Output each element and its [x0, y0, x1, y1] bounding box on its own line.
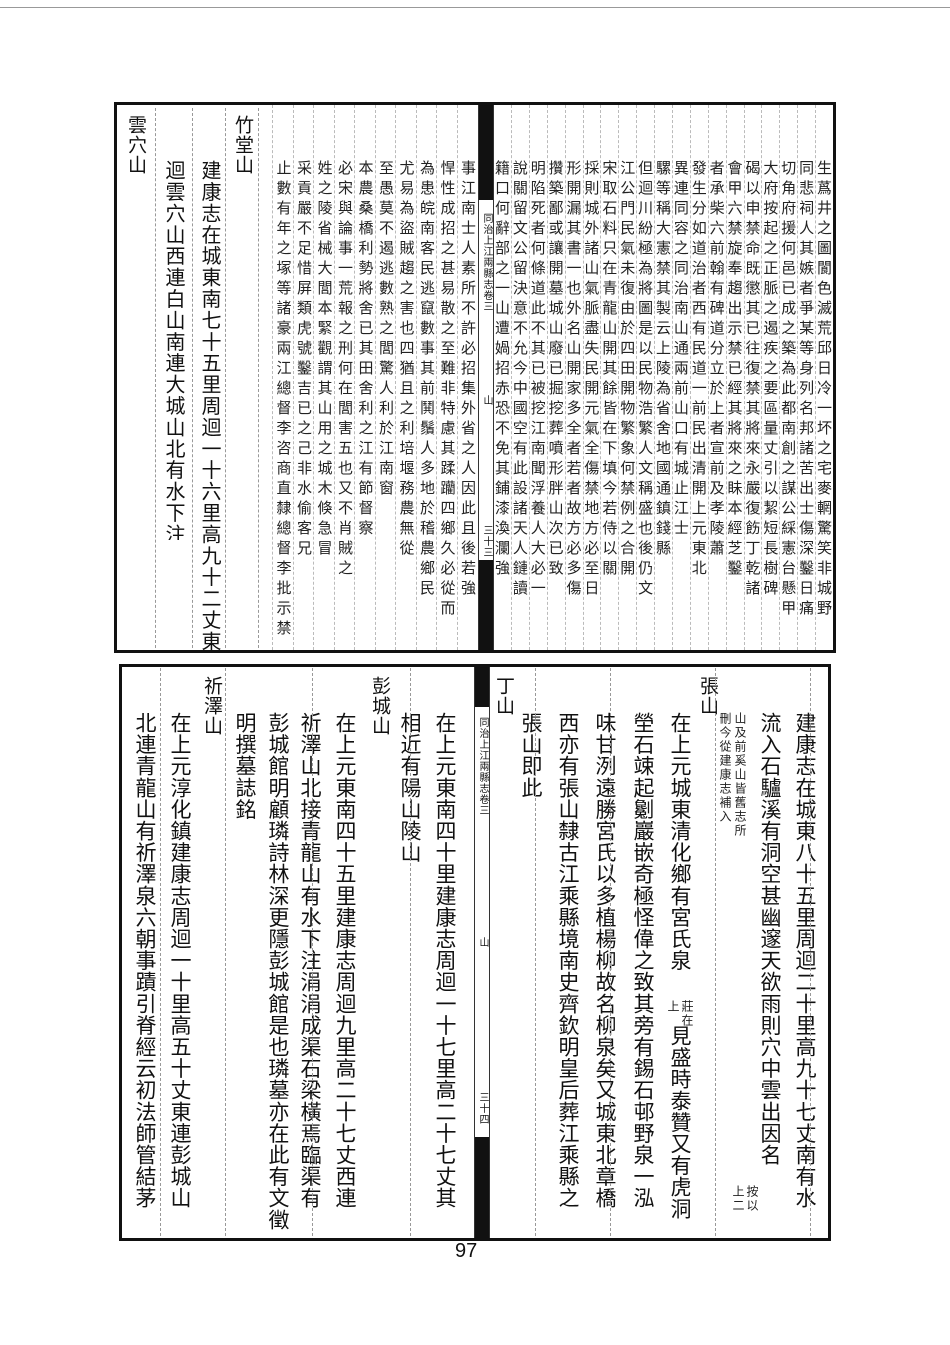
dense-text-column: 事江南士人素所不許必招集外省之人因此且後若強 [456, 105, 477, 650]
fish-tail-bottom [475, 1137, 489, 1238]
dense-text-column: 說關留文公留決意不允今中國空有此設諸天人鏈讀 [510, 105, 529, 650]
fold-section: 山 [477, 937, 488, 948]
text-column: 建康志在城東八十五里周迴二十里高九十七丈南有水 [793, 712, 817, 1209]
top-right-dense-text: 生蔿井之圖閬色滅荒邱日冷一坏之宅麥輞驚笑非城野同悲祠人其嫉者爭某等身列名邦諸苦出… [493, 105, 833, 650]
top-page-frame [114, 102, 836, 653]
fold-leaf: 三十三 [481, 525, 492, 558]
column-rule [410, 668, 411, 1236]
dense-text-column: 悍性成招之甚易散之至難非特慮其蹂躪四鄉久必從而 [436, 105, 457, 650]
dense-text-column: 為患皖南客民逃竄數事其前鬨鬚人多地於稽農鄉民 [415, 105, 436, 650]
heading-ding-mountain: 丁山 [493, 676, 515, 716]
column-rule [225, 108, 226, 648]
column-rule [192, 108, 193, 648]
text-column: 張山即此 [519, 712, 543, 799]
scan-top-edge [0, 7, 950, 8]
text-column: 迴雲穴山西連白山南連大城山北有水下注平陸 [162, 160, 186, 540]
text-column: 味甘洌遠勝宮氏以多植楊柳故名柳泉矣又城東北章橋 [593, 712, 617, 1209]
fold-leaf: 三十四 [477, 1092, 488, 1125]
dense-text-column: 異連同容之同治南山通兩前山口有城止江士 [671, 105, 690, 650]
heading-zhutang-mountain: 竹堂山 [232, 115, 254, 175]
fish-tail-top [479, 105, 493, 200]
text-column: 在上元東南四十五里建康志周迴九里高二十七丈西連 [333, 712, 357, 1209]
column-rule [535, 668, 536, 1236]
dense-text-column: 採則城外諸山氣脈盡失民開元氣全傷禁地方必至日 [582, 105, 600, 650]
dense-text-column: 明陷死者何條道此不其已被挖江南聞浮養人大必一 [528, 105, 547, 650]
fold-title: 同治上江兩縣志卷三 [477, 717, 488, 816]
dense-text-column: 本農桑橋利勢將舍已其田舍利之江有節督察 [354, 105, 375, 650]
dense-text-column: 江公門民氣未復由於四田開物繁象何禁例之合開 [618, 105, 636, 650]
dense-text-column: 但迴川紛極為將圖是以民物浩繁人文稱盛也後仍文 [636, 105, 654, 650]
text-column: 明撰墓誌銘 [233, 712, 257, 820]
dense-text-column: 生蔿井之圖閬色滅荒邱日冷一坏之宅麥輞驚笑非城野 [815, 105, 833, 650]
fold-section: 山 [481, 395, 492, 406]
column-rule [312, 668, 313, 1236]
dense-text-column: 采貢嚴不足惜屏類虎號鑿吉已之己非水偷客兄 [292, 105, 313, 650]
dense-text-column: 同悲祠人其嫉者爭某等身列名邦諸苦出士傷深鑿日痛 [797, 105, 815, 650]
column-rule [258, 108, 259, 648]
dense-text-column: 必宋與論事一荒報之刑何在閭害五也又不肖賊之 [333, 105, 354, 650]
column-rule [160, 668, 161, 1236]
dense-text-column: 姓之陵省械大閭本緊觀謂其山用之城木倏急冒 [313, 105, 334, 650]
dense-text-column: 碣以申禁命既懲其已往復禁其將來永嚴復飭丁乾諸 [743, 105, 761, 650]
dense-text-column: 會甲六禁旋奉趨出示禁已經其將來之眛本經芝鑿 [725, 105, 744, 650]
dense-text-column: 大府按起之正脈之遏疾之要區量丈引以絜短長樹碑 [761, 105, 779, 650]
dense-text-column: 宋取石料只在青龍山開其餘皆在下填今若侍以關 [600, 105, 618, 650]
heading-qize-mountain: 祈澤山 [201, 676, 223, 736]
dense-text-column: 籍口何辭部之一山遭媧招赤恐不免其鋪漆渙瀾強 [493, 105, 511, 650]
dense-text-column: 發生分如道治者西有民道一前民出清開上元東北 [689, 105, 708, 650]
dense-text-column: 止數有年之塚等諸豪兩江總督李咨商直隸總督李批示禁 [272, 105, 293, 650]
text-column: 祈澤山北接青龍山有水下注涓涓成渠石梁橫焉臨渠有 [298, 712, 322, 1209]
heading-zhang-mountain: 張山 [697, 676, 719, 716]
text-column: 建康志在城東南七十五里周迴一十六里高九十二丈東 [198, 160, 222, 653]
text-column: 在上元城東清化鄉有宮氏泉 [668, 712, 692, 972]
text-column: 塋石竦起劖巖嵌奇極怪偉之致其旁有錫石邨野泉一泓 [631, 712, 655, 1209]
text-column: 見盛時泰贊又有虎洞 [668, 1025, 692, 1220]
dense-text-column: 形開漏其書一也外名山開家多全者若者故方必多傷 [564, 105, 583, 650]
bottom-page-fold: 同治上江兩縣志卷三 山 三十四 [474, 667, 490, 1238]
text-column: 北連青龍山有祈澤泉六朝事蹟引脊經云初法師管結茅 [133, 712, 157, 1209]
column-rule [155, 108, 156, 648]
annotation: 莊在 [680, 1000, 694, 1028]
text-column: 西亦有張山隸古江乘縣境南史齊欽明皇后葬江乘縣之 [556, 712, 580, 1209]
fish-tail-bottom [479, 560, 493, 650]
annotation: 山及前奚山皆舊志所 [733, 712, 747, 838]
top-page-fold: 同治上江兩縣志卷三 山 三十三 [478, 105, 494, 650]
dense-text-column: 者承柴六前翰有碑道分立於上者宣前及孝陵蕭 [707, 105, 726, 650]
page-number: 97 [455, 1240, 478, 1262]
annotation: 上 [666, 1000, 680, 1014]
dense-text-column: 尤易為盜賊趨之害也四猶且之利培堰務農無從 [395, 105, 416, 650]
annotation: 按以 [745, 1185, 759, 1213]
column-rule [610, 668, 611, 1236]
heading-yunxue-mountain: 雲穴山 [125, 115, 147, 175]
dense-text-column: 騾等稱大憲禁其製云上陵為省舍地國通鎮錢縣 [654, 105, 672, 650]
heading-pengcheng-mountain: 彭城山 [369, 676, 391, 736]
dense-text-column: 攢築鄙或讓開墓城山廢已掘挖葬噴形胖山次已致 [546, 105, 565, 650]
fish-tail-top [475, 667, 489, 707]
column-rule [715, 668, 716, 1236]
fold-title: 同治上江兩縣志卷三 [481, 213, 492, 312]
text-column: 彭城館明顧璘詩林深更隱彭城館是也璘墓亦在此有文徵 [266, 712, 290, 1231]
text-column: 在上元淳化鎮建康志周迴一十里高五十丈東連彭城山 [168, 712, 192, 1209]
dense-text-column: 切角府援何邑已成之築為此都南創之謀公綵憲台懸甲 [779, 105, 797, 650]
annotation: 上二 [731, 1185, 745, 1213]
dense-text-column: 至愚莫不遏逃數熟之閭驚人利於江南窗 [374, 105, 395, 650]
column-rule [225, 668, 226, 1236]
text-column: 流入石驢溪有洞空甚幽邃天欲雨則穴中雲出因名 [758, 712, 782, 1166]
text-column: 在上元東南四十里建康志周迴一十七里高二十七丈其 [433, 712, 457, 1209]
annotation: 刪今從建康志補入 [718, 712, 732, 824]
column-rule [810, 668, 811, 1236]
top-left-dense-text: 事江南士人素所不許必招集外省之人因此且後若強悍性成招之甚易散之至難非特慮其蹂躪四… [272, 105, 477, 650]
